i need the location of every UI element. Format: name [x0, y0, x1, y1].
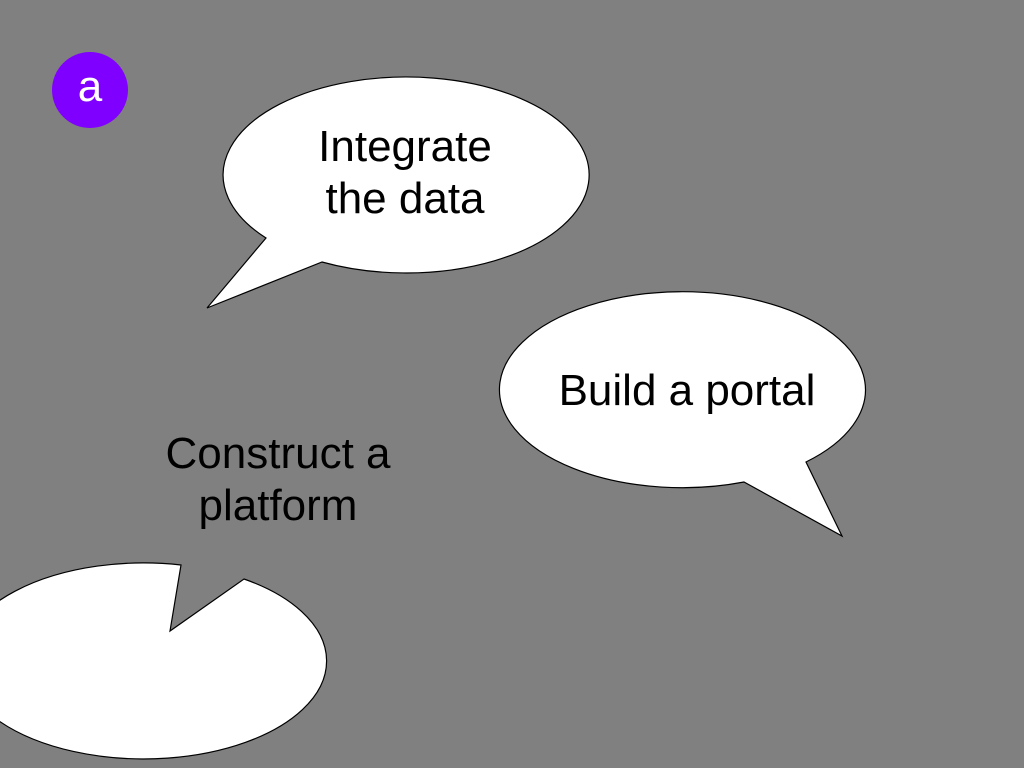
bubble-text-portal: Build a portal	[527, 365, 847, 417]
speech-bubble-portal	[498, 291, 866, 538]
letter-badge: a	[52, 52, 128, 128]
bubble-text-line: the data	[325, 174, 485, 223]
bubble-text-line: Integrate	[318, 122, 492, 171]
bubble-text-line: Build a portal	[558, 366, 816, 415]
bubble-text-line: Construct a	[165, 429, 391, 478]
bubble-text-integrate: Integrate the data	[245, 121, 565, 225]
speech-bubble-construct	[0, 562, 328, 760]
bubble-text-construct: Construct a platform	[118, 428, 438, 532]
bubble-text-line: platform	[198, 481, 358, 530]
speech-bubble-integrate	[206, 76, 590, 309]
